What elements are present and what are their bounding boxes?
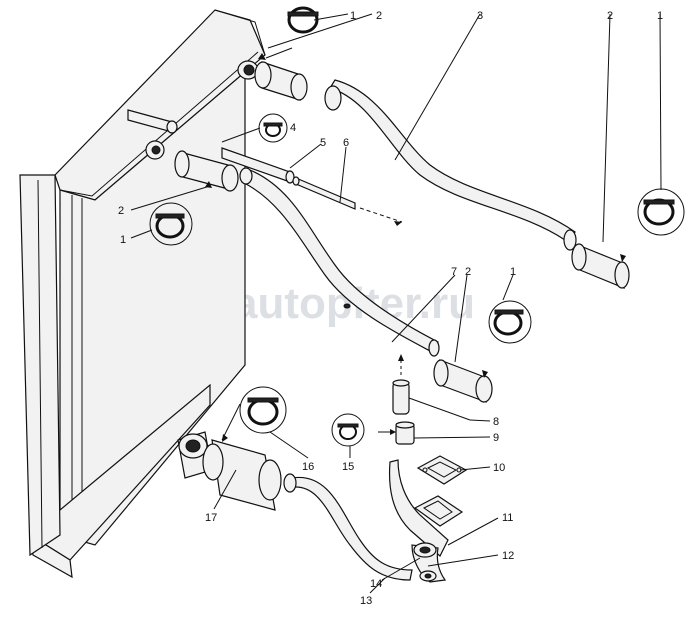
callout-2d: 2	[465, 266, 471, 278]
clamp-16	[239, 386, 287, 434]
callouts: 1 2 3 2 1 4 5 6 2 1 7 2 1 8 9 10 11 12 1…	[118, 10, 663, 607]
callout-13: 13	[360, 595, 372, 607]
hose-sleeve-right	[571, 243, 630, 289]
callout-7: 7	[451, 266, 457, 278]
callout-2a: 2	[376, 10, 382, 22]
upper-hose-pipe	[324, 79, 577, 251]
hose-sleeve-middle-left	[174, 150, 239, 192]
sleeve-9	[378, 421, 415, 445]
hose-sleeve-middle-right	[433, 359, 493, 403]
gasket-10	[416, 455, 468, 485]
rod-6	[292, 176, 403, 226]
clamp-left-1	[149, 202, 193, 246]
callout-2c: 2	[118, 205, 124, 217]
clamp-top-1	[287, 6, 319, 34]
pipe-5	[221, 147, 295, 184]
callout-11: 11	[502, 512, 513, 524]
callout-10: 10	[493, 462, 505, 474]
clamp-15	[331, 413, 365, 447]
callout-15: 15	[342, 461, 354, 473]
callout-8: 8	[493, 416, 499, 428]
callout-1a: 1	[350, 10, 356, 22]
callout-1d: 1	[510, 266, 516, 278]
clamp-small-4	[258, 113, 288, 143]
callout-2b: 2	[607, 10, 613, 22]
clamp-right-1	[637, 188, 685, 236]
tube-8	[392, 354, 410, 415]
leader-lines	[130, 13, 662, 594]
callout-1b: 1	[657, 10, 663, 22]
callout-9: 9	[493, 432, 499, 444]
callout-6: 6	[343, 137, 349, 149]
callout-4: 4	[290, 122, 296, 134]
callout-5: 5	[320, 137, 326, 149]
callout-14: 14	[370, 578, 382, 590]
hose-sleeve-17	[202, 439, 282, 511]
lower-hose-13	[283, 473, 413, 581]
callout-17: 17	[205, 512, 217, 524]
hose-sleeve-upper	[254, 61, 308, 101]
callout-3: 3	[477, 10, 483, 22]
radiator	[19, 9, 266, 579]
callout-1c: 1	[120, 234, 126, 246]
callout-12: 12	[502, 550, 514, 562]
callout-16: 16	[302, 461, 314, 473]
outlet-pipe-11	[388, 459, 464, 583]
middle-hose-pipe	[239, 167, 440, 357]
clamp-middle-1	[488, 300, 532, 344]
